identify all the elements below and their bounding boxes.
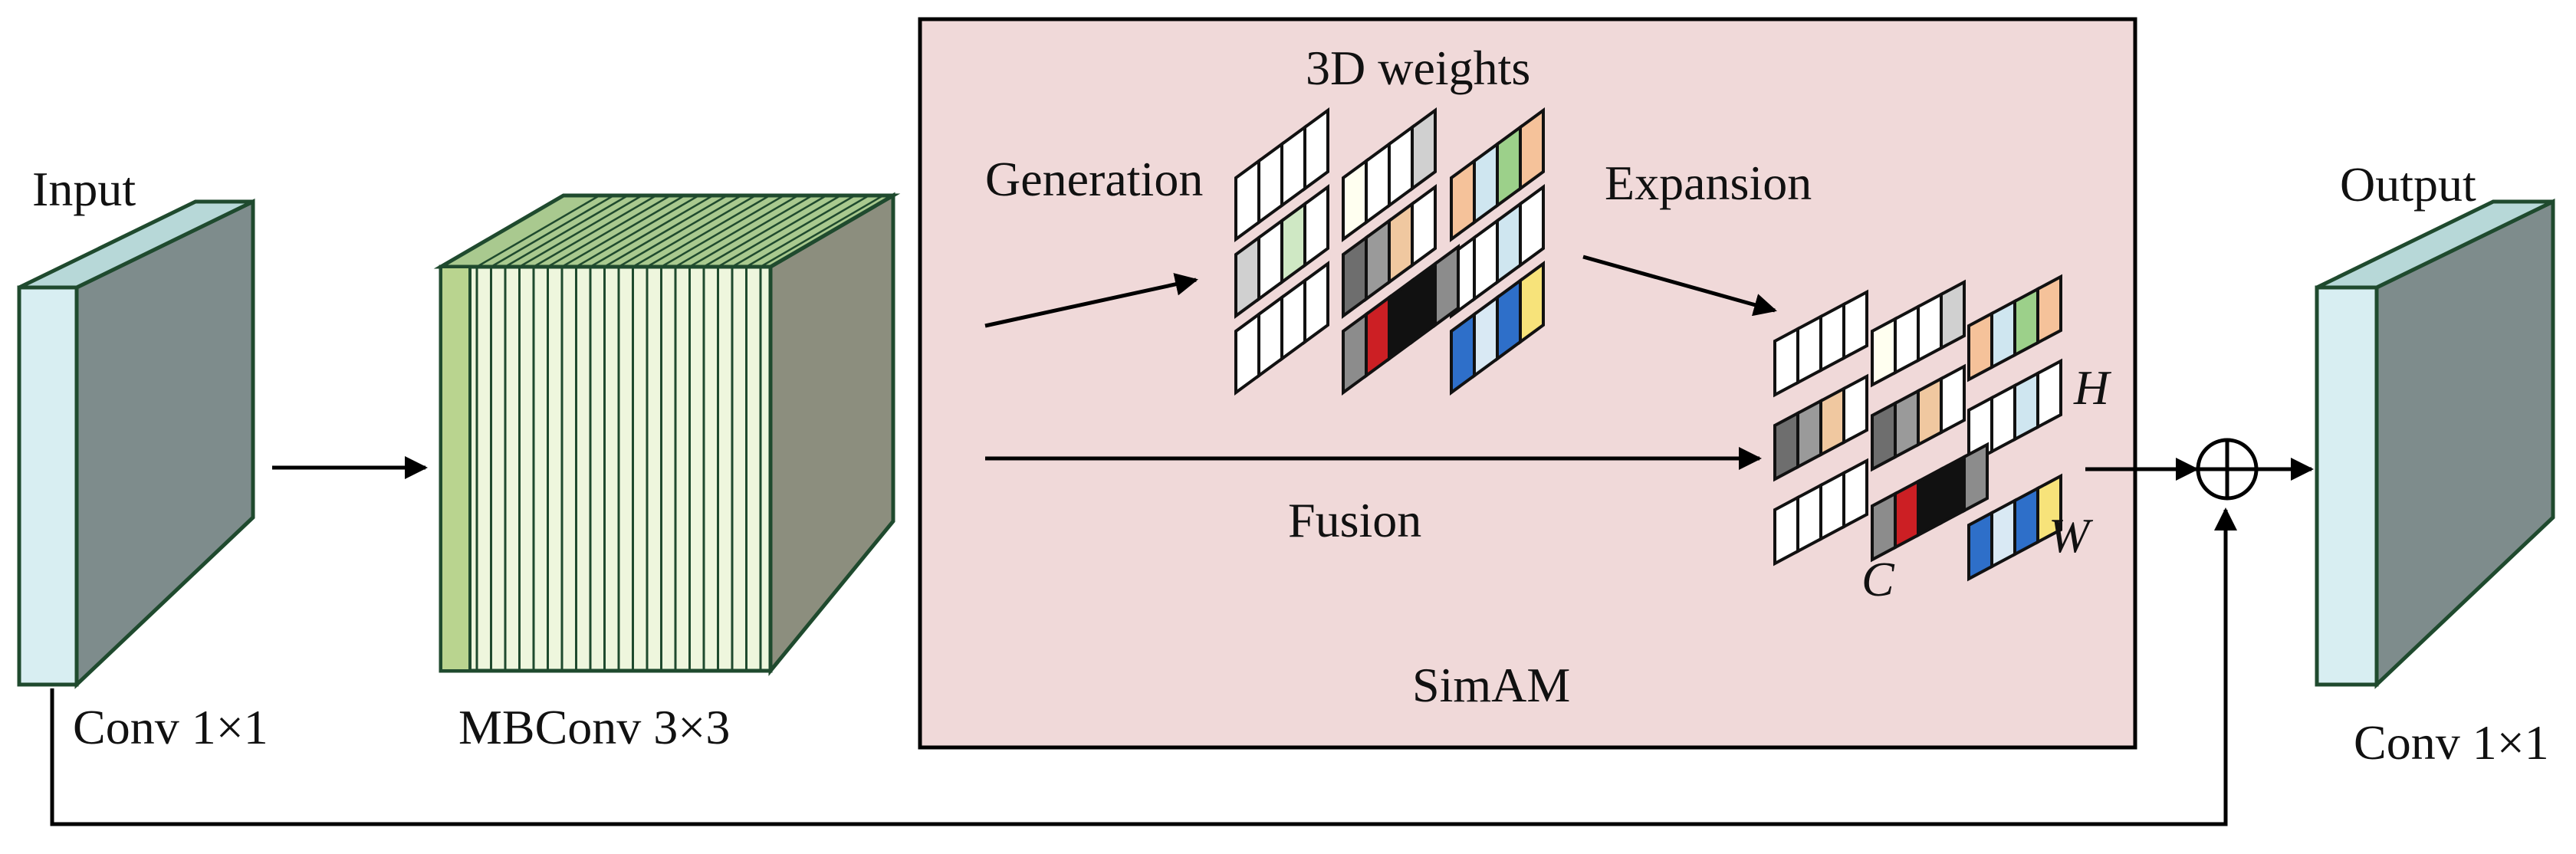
mbconv-top-stripe: [731, 194, 856, 268]
weight-cell: [1796, 482, 1822, 554]
label-expansion: Expansion: [1605, 156, 1812, 210]
weight-cell: [1894, 388, 1920, 460]
mbconv-top-stripe: [547, 194, 672, 268]
weight-cell: [1303, 107, 1329, 192]
mbconv-top-stripe: [518, 194, 643, 268]
label-conv-right: Conv 1×1: [2354, 715, 2549, 770]
weight-cell: [2036, 274, 2062, 346]
weight-cell: [1434, 244, 1460, 328]
mbconv-top-stripe: [618, 194, 742, 268]
weight-cell: [1842, 289, 1868, 361]
weight-cell: [1842, 373, 1868, 445]
weight-cell: [1519, 184, 1545, 268]
weight-cell: [1990, 298, 2016, 370]
weight-cell: [1773, 326, 1799, 398]
label-output: Output: [2340, 157, 2476, 212]
weight-cell: [1819, 301, 1845, 373]
weight-cell: [1519, 107, 1545, 192]
weight-cell: [1411, 184, 1437, 268]
weight-cell: [1894, 304, 1920, 376]
label-3d-weights: 3D weights: [1306, 41, 1530, 95]
weight-cell: [1871, 400, 1897, 472]
mbconv-channel-stripes: [475, 194, 884, 669]
weight-cell: [1796, 398, 1822, 470]
weight-cell: [1917, 291, 1943, 363]
mbconv-top-stripe: [490, 194, 615, 268]
weight-cell: [1773, 410, 1799, 482]
generation-weights: [1234, 107, 1545, 396]
weight-cell: [1773, 494, 1799, 567]
weight-cell: [1819, 470, 1845, 542]
mbconv-block: [433, 192, 901, 676]
mbconv-top-stripe: [603, 194, 728, 268]
mbconv-top-stripe: [533, 194, 657, 268]
weight-cell: [1940, 279, 1966, 351]
mbconv-top-stripe: [688, 194, 813, 268]
arrow-expansion: [1582, 255, 1777, 317]
weight-cell: [1303, 184, 1329, 268]
mbconv-top-stripe: [504, 194, 629, 268]
weight-cell: [1871, 491, 1897, 563]
weight-cell: [2013, 286, 2039, 358]
label-conv-left: Conv 1×1: [73, 700, 268, 754]
weight-cell: [1967, 510, 1993, 582]
weight-cell: [1411, 107, 1437, 192]
weight-cell: [1796, 314, 1822, 386]
weight-cell: [2036, 358, 2062, 430]
weight-cell: [2013, 485, 2039, 557]
mbconv-top-stripe: [561, 194, 685, 268]
label-axis-h: H: [2073, 360, 2112, 415]
input-conv-block: [17, 199, 255, 689]
arrow-generation: [984, 273, 1198, 328]
weight-cell: [1303, 261, 1329, 345]
label-simam: SimAM: [1412, 658, 1570, 712]
mbconv-top-stripe: [575, 194, 700, 268]
mbconv-top-stripe: [476, 194, 600, 268]
weight-cell: [1842, 458, 1868, 530]
mbconv-top-stripe: [703, 194, 827, 268]
addition-node: [2196, 438, 2259, 501]
expanded-weights: [1773, 274, 2062, 582]
label-input: Input: [32, 162, 136, 216]
weight-cell: [1819, 386, 1845, 458]
weight-cell: [2036, 473, 2062, 545]
mbconv-top-stripe: [717, 194, 842, 268]
weight-cell: [1894, 478, 1920, 550]
mbconv-top-stripe: [590, 194, 714, 268]
weight-cell: [2013, 370, 2039, 442]
label-axis-c: C: [1861, 552, 1895, 606]
label-axis-w: W: [2049, 508, 2094, 563]
weight-cell: [1963, 442, 1989, 514]
mbconv-top-stripe: [745, 194, 870, 268]
mbconv-top-stripe: [632, 194, 757, 268]
weight-cell: [1990, 383, 2016, 455]
weight-cell: [1917, 466, 1943, 538]
mbconv-top-stripe: [760, 194, 884, 268]
mbconv-top-stripe: [646, 194, 770, 268]
weight-cell: [1519, 261, 1545, 345]
weight-cell: [1940, 363, 1966, 435]
weight-cell: [1871, 316, 1897, 388]
label-mbconv: MBConv 3×3: [458, 700, 730, 754]
weight-cell: [1967, 310, 1993, 383]
weight-cell: [1917, 376, 1943, 448]
weight-cell: [1940, 454, 1966, 526]
weight-cell: [1990, 498, 2016, 570]
label-fusion: Fusion: [1288, 493, 1421, 547]
mbconv-top-stripe: [675, 194, 799, 268]
output-conv-block: [2315, 199, 2555, 689]
mbconv-top-stripe: [660, 194, 785, 268]
skip-connection: [50, 507, 2237, 826]
label-generation: Generation: [985, 152, 1203, 206]
